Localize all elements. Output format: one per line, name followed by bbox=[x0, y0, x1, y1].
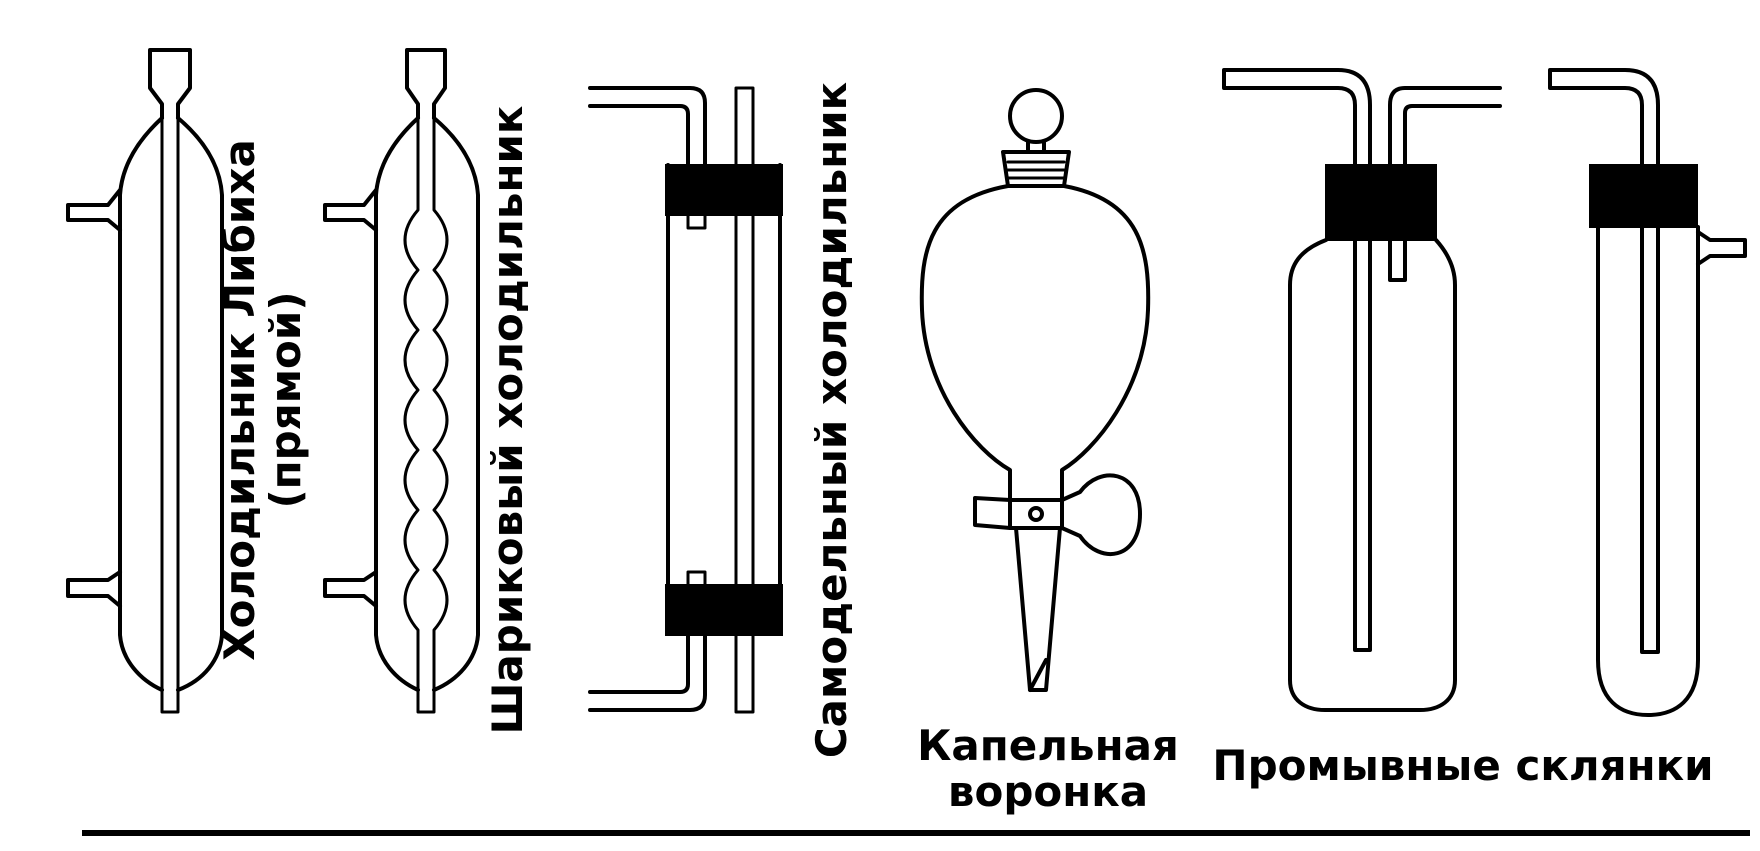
label-ball-condenser: Шариковый холодильник bbox=[483, 106, 532, 735]
dropping-funnel bbox=[919, 88, 1151, 692]
label-wash-bottles: Промывные склянки bbox=[1212, 741, 1713, 790]
label-homemade-condenser: Самодельный холодильник bbox=[807, 82, 856, 758]
liebig-condenser bbox=[66, 48, 224, 714]
label-liebig-line2: (прямой) bbox=[261, 291, 310, 508]
wash-tube bbox=[1548, 68, 1747, 717]
homemade-condenser bbox=[588, 86, 783, 714]
label-liebig-line1: Холодильник Либиха bbox=[215, 139, 264, 661]
ball-condenser bbox=[323, 48, 480, 714]
wash-bottle bbox=[1222, 68, 1502, 712]
label-funnel-line1: Капельная bbox=[917, 721, 1179, 770]
label-funnel-line2: воронка bbox=[948, 767, 1148, 816]
